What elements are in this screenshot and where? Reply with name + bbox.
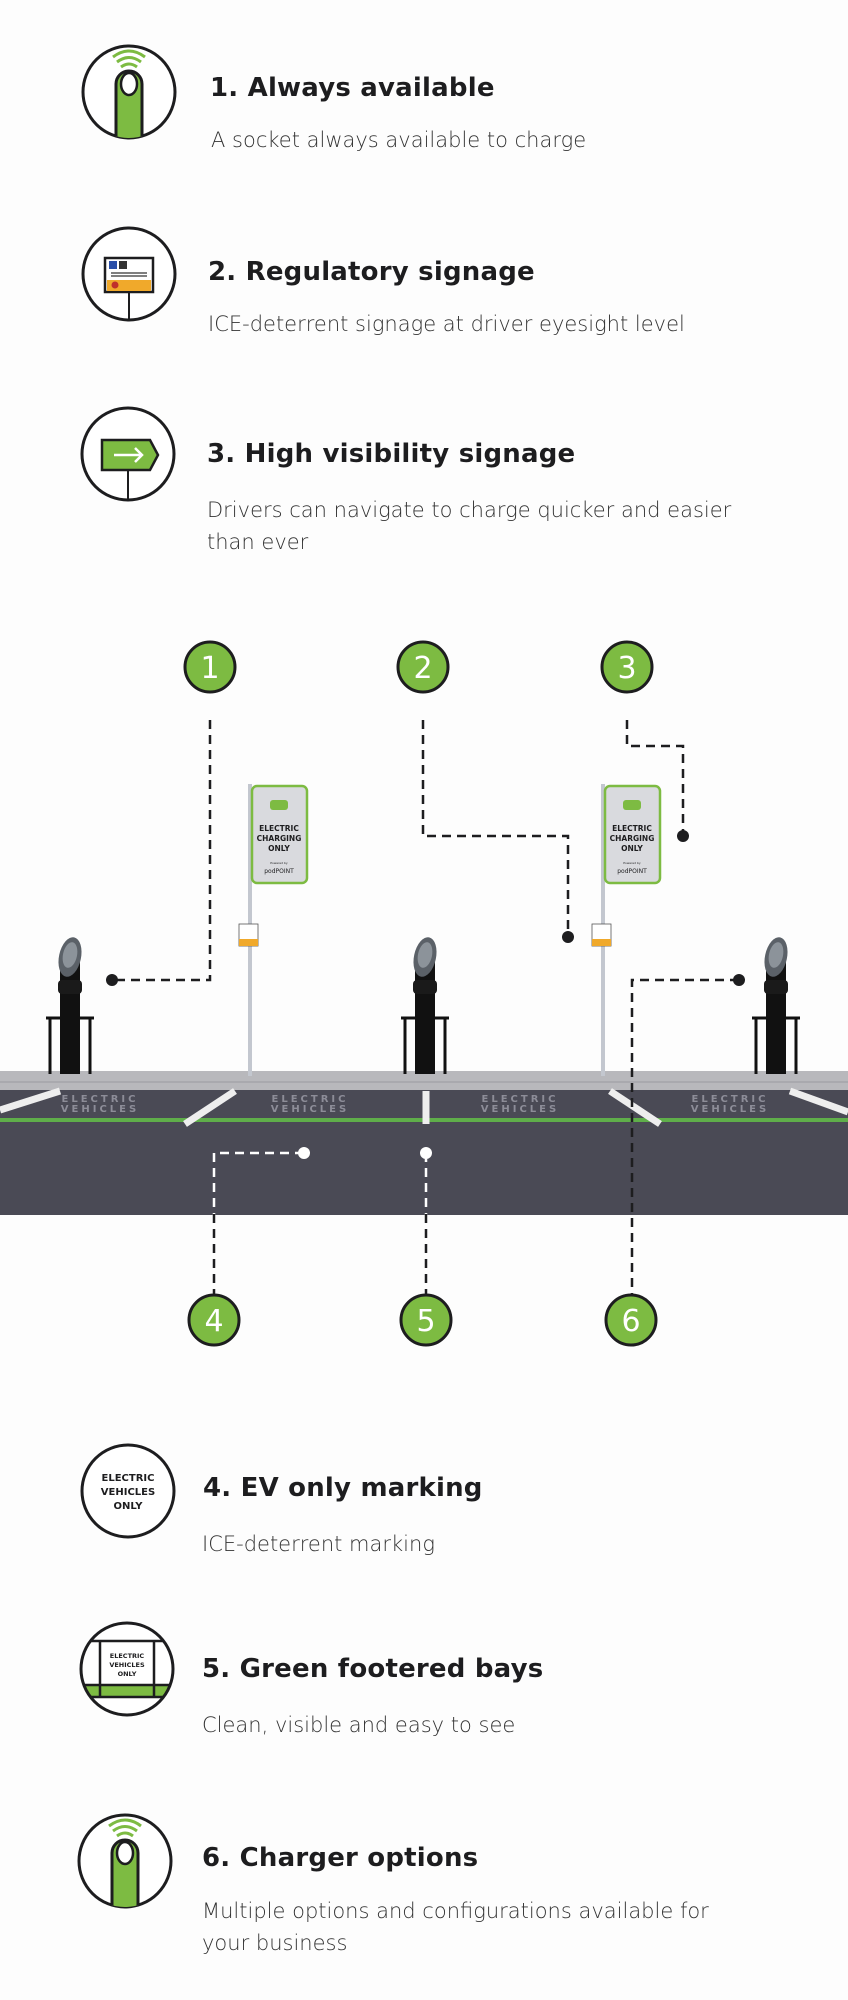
charger-icon — [77, 1813, 173, 1909]
svg-text:VEHICLES: VEHICLES — [101, 1487, 155, 1498]
svg-text:ONLY: ONLY — [621, 844, 643, 853]
feature-description: ICE-deterrent marking — [202, 1532, 435, 1556]
callout-leaders — [112, 720, 739, 1296]
svg-text:ELECTRIC: ELECTRIC — [259, 824, 299, 833]
svg-text:VEHICLES: VEHICLES — [691, 1104, 769, 1115]
callout-number: 1 — [200, 651, 219, 686]
svg-text:ELECTRIC: ELECTRIC — [62, 1094, 139, 1105]
feature-description: Drivers can navigate to charge quicker a… — [207, 498, 732, 554]
svg-text:ELECTRIC: ELECTRIC — [482, 1094, 559, 1105]
regulatory-sign-icon — [81, 226, 177, 322]
svg-text:CHARGING: CHARGING — [610, 834, 655, 843]
charger-post — [401, 937, 449, 1074]
svg-text:ELECTRIC: ELECTRIC — [692, 1094, 769, 1105]
bay-lines — [0, 1087, 848, 1127]
svg-text:ELECTRIC: ELECTRIC — [102, 1473, 155, 1484]
svg-text:podPOINT: podPOINT — [264, 868, 294, 875]
svg-text:ELECTRIC: ELECTRIC — [612, 824, 652, 833]
feature-title: 4. EV only marking — [203, 1473, 483, 1503]
ev-sign-left: ELECTRIC CHARGING ONLY Powered by podPOI… — [238, 784, 309, 1076]
callout-number: 4 — [204, 1304, 223, 1339]
svg-text:ELECTRIC: ELECTRIC — [110, 1652, 145, 1660]
svg-text:Powered by: Powered by — [623, 861, 641, 865]
svg-text:ONLY: ONLY — [118, 1670, 137, 1678]
svg-text:VEHICLES: VEHICLES — [271, 1104, 349, 1115]
feature-description: A socket always available to charge — [211, 128, 587, 152]
feature-description: Clean, visible and easy to see — [202, 1713, 516, 1737]
feature-title: 6. Charger options — [202, 1843, 479, 1873]
callout-6[interactable]: 6 — [604, 1293, 658, 1347]
feature-title: 5. Green footered bays — [202, 1654, 544, 1684]
svg-text:podPOINT: podPOINT — [617, 868, 647, 875]
charger-post — [752, 937, 800, 1074]
svg-text:VEHICLES: VEHICLES — [109, 1661, 145, 1669]
svg-text:VEHICLES: VEHICLES — [481, 1104, 559, 1115]
feature-description: ICE-deterrent signage at driver eyesight… — [208, 312, 685, 336]
svg-text:Powered by: Powered by — [270, 861, 288, 865]
feature-description: Multiple options and configurations avai… — [202, 1899, 709, 1955]
direction-sign-icon — [80, 406, 176, 502]
ev-marking-icon: ELECTRIC VEHICLES ONLY — [80, 1443, 176, 1539]
svg-text:ONLY: ONLY — [268, 844, 290, 853]
ev-sign-right: ELECTRIC CHARGING ONLY Powered by podPOI… — [591, 784, 662, 1076]
feature-title: 1. Always available — [210, 73, 495, 103]
callout-5[interactable]: 5 — [399, 1293, 453, 1347]
charger-post — [46, 937, 94, 1074]
callout-number: 5 — [416, 1304, 435, 1339]
callout-number: 2 — [413, 651, 432, 686]
svg-text:CHARGING: CHARGING — [257, 834, 302, 843]
callout-4[interactable]: 4 — [187, 1293, 241, 1347]
callout-2[interactable]: 2 — [396, 640, 450, 694]
svg-text:ELECTRIC: ELECTRIC — [272, 1094, 349, 1105]
callout-number: 3 — [617, 651, 636, 686]
pavement — [0, 1071, 848, 1091]
callout-number: 6 — [621, 1304, 640, 1339]
callout-1[interactable]: 1 — [183, 640, 237, 694]
charger-icon — [81, 44, 177, 140]
callout-3[interactable]: 3 — [600, 640, 654, 694]
feature-title: 2. Regulatory signage — [208, 257, 535, 287]
svg-text:VEHICLES: VEHICLES — [61, 1104, 139, 1115]
feature-title: 3. High visibility signage — [207, 439, 576, 469]
svg-text:ONLY: ONLY — [114, 1501, 144, 1512]
